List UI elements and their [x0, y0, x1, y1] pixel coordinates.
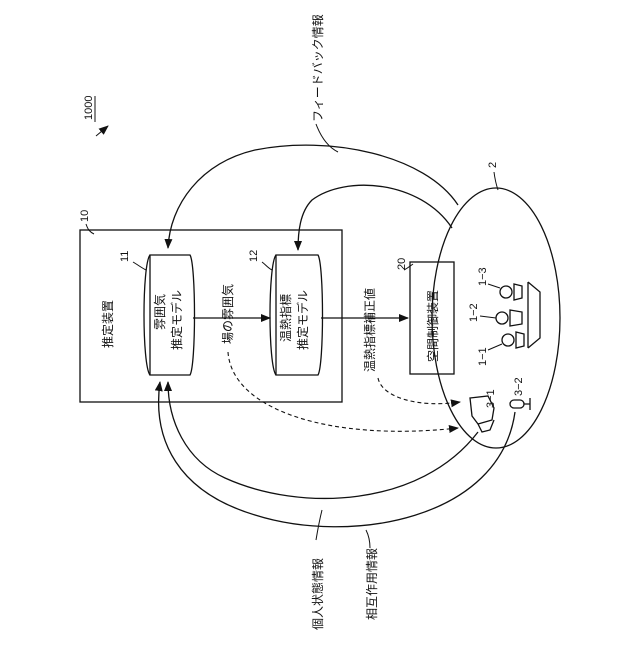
atmosphere-model: 11 雰囲気 推定モデル	[119, 251, 195, 375]
device-label: 推定装置	[100, 300, 115, 348]
atmosphere-arrow-label: 場の雰囲気	[220, 284, 235, 344]
personal-state-leader	[316, 510, 322, 540]
mic-icon	[510, 400, 524, 408]
correction-arrow-label: 温熱指標補正値	[362, 288, 377, 372]
person-1-1-leader	[488, 344, 502, 350]
mic-stand-icon	[524, 398, 530, 410]
interaction-arrow	[159, 382, 515, 527]
camera-ref-label: 3−1	[485, 389, 497, 408]
thermal-model-line1: 温熱指標	[278, 294, 293, 342]
personal-state-label: 個人状態情報	[310, 558, 325, 630]
space-controller: 20 空間制御装置	[396, 258, 454, 374]
person-1-1-body-icon	[516, 332, 524, 348]
person-1-2-body-icon	[510, 310, 522, 326]
person-1-1-label: 1−1	[477, 347, 489, 366]
person-1-2-label: 1−2	[468, 303, 480, 322]
interaction-label: 相互作用情報	[365, 548, 379, 620]
interaction-leader	[366, 530, 370, 548]
people-group: 1−3 1−2 1−1	[468, 267, 540, 366]
thermal-model-ref-leader	[262, 262, 272, 270]
atmosphere-model-ref-leader	[133, 262, 146, 270]
controller-ref-number: 20	[396, 258, 408, 270]
table-icon	[528, 282, 540, 348]
device-ref-leader	[86, 224, 94, 234]
system-ref-number: 1000	[83, 96, 95, 120]
person-1-1-head-icon	[502, 334, 514, 346]
person-1-3-label: 1−3	[477, 267, 489, 286]
thermal-model: 12 温熱指標 推定モデル	[248, 250, 323, 375]
space-ref-leader	[494, 172, 498, 190]
atmosphere-dashed-arrow	[228, 352, 458, 431]
correction-dashed-arrow	[378, 378, 460, 404]
space-ref-number: 2	[487, 162, 499, 168]
feedback-label: フィードバック情報	[311, 14, 325, 122]
sensor-group: 3−1 3−2	[470, 377, 530, 432]
atmosphere-model-ref: 11	[119, 251, 131, 262]
system-ref-group: 1000	[83, 96, 108, 136]
device-ref-number: 10	[79, 210, 91, 222]
person-1-3-body-icon	[514, 284, 522, 300]
feedback-inner-arrow	[298, 185, 452, 250]
thermal-model-line2: 推定モデル	[295, 290, 310, 350]
atmosphere-model-cylinder-cap	[144, 255, 150, 375]
person-1-3-head-icon	[500, 286, 512, 298]
system-ref-pointer	[96, 126, 108, 136]
atmosphere-model-line1: 雰囲気	[152, 294, 167, 330]
thermal-model-ref: 12	[248, 250, 260, 262]
person-1-2-head-icon	[496, 312, 508, 324]
atmosphere-model-line2: 推定モデル	[169, 290, 184, 350]
person-1-3-leader	[488, 284, 500, 288]
thermal-model-cylinder-cap	[270, 255, 276, 375]
personal-state-arrow	[168, 382, 478, 498]
person-1-2-leader	[480, 316, 496, 318]
controller-label: 空間制御装置	[425, 290, 440, 362]
mic-ref-label: 3−2	[513, 377, 525, 396]
feedback-leader	[316, 124, 338, 152]
